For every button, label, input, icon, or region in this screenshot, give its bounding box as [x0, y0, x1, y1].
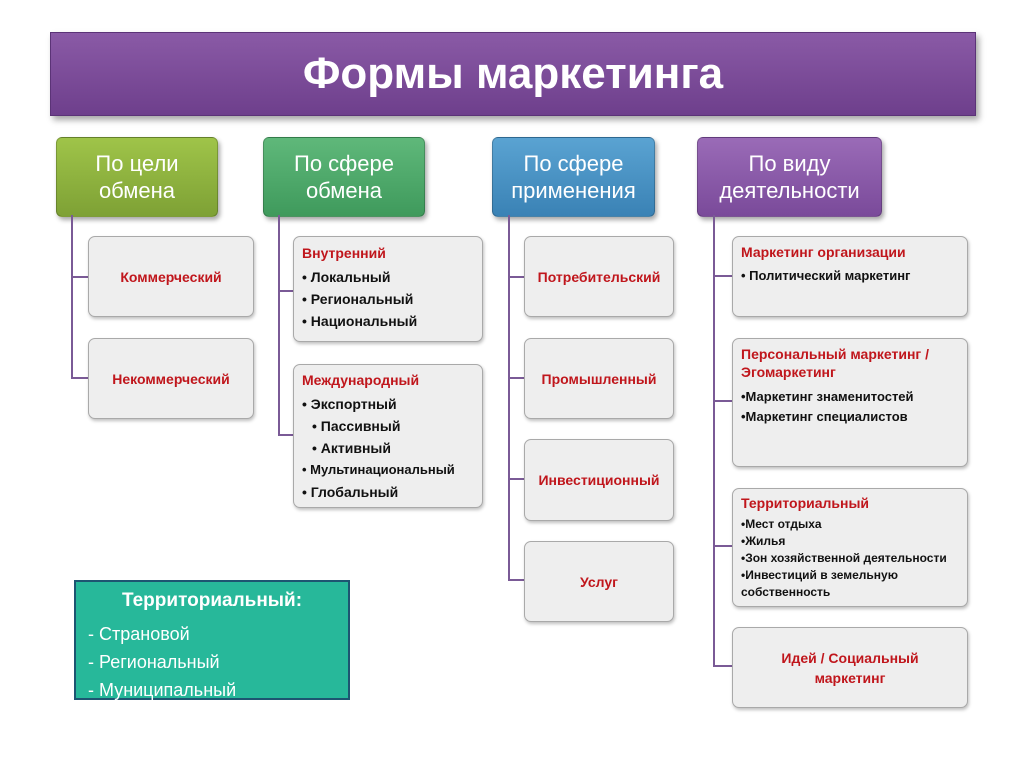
connector-line	[508, 478, 524, 480]
connector-line	[278, 215, 280, 436]
category-label: По сфере обмена	[294, 151, 394, 203]
list-item: • Национальный	[302, 313, 418, 329]
connector-line	[278, 290, 293, 292]
list-item: • Пассивный	[312, 418, 401, 434]
box-territorial-marketing: Территориальный •Мест отдыха •Жилья •Зон…	[732, 488, 968, 607]
list-item: - Страновой	[88, 624, 190, 644]
list-item: • Политический маркетинг	[741, 268, 911, 283]
list-item: •Маркетинг специалистов	[741, 409, 908, 424]
connector-line	[71, 377, 88, 379]
box-heading: Территориальный	[741, 495, 870, 511]
box-label: Коммерческий	[120, 268, 222, 285]
box-heading: Международный	[302, 372, 420, 388]
box-heading: Маркетинг организации	[741, 244, 906, 260]
connector-line	[713, 665, 732, 667]
list-item: • Активный	[312, 440, 391, 456]
connector-line	[508, 215, 510, 581]
category-activity-type: По виду деятельности	[697, 137, 882, 217]
box-label: Идей / Социальный маркетинг	[781, 649, 919, 686]
category-label: По цели обмена	[95, 151, 179, 203]
connector-line	[713, 215, 715, 667]
box-label: Услуг	[580, 573, 618, 590]
box-personal-marketing: Персональный маркетинг / Эгомаркетинг •М…	[732, 338, 968, 467]
list-item: • Экспортный	[302, 396, 397, 412]
connector-line	[508, 276, 524, 278]
box-internal: Внутренний • Локальный • Региональный • …	[293, 236, 483, 342]
connector-line	[508, 579, 524, 581]
connector-line	[713, 275, 732, 277]
box-international: Международный • Экспортный • Пассивный •…	[293, 364, 483, 508]
connector-line	[713, 545, 732, 547]
box-heading: Внутренний	[302, 245, 386, 261]
list-item: - Муниципальный	[88, 680, 237, 700]
diagram-title: Формы маркетинга	[50, 32, 976, 116]
box-label: Промышленный	[541, 370, 657, 387]
category-application-sphere: По сфере применения	[492, 137, 655, 217]
connector-line	[278, 434, 293, 436]
connector-line	[713, 400, 732, 402]
box-organization-marketing: Маркетинг организации • Политический мар…	[732, 236, 968, 317]
list-item: •Жилья	[741, 534, 786, 548]
note-heading: Территориальный:	[121, 590, 303, 611]
list-item: •Инвестиций в земельную собственность	[741, 568, 898, 599]
connector-line	[71, 276, 88, 278]
box-ideas-marketing: Идей / Социальный маркетинг	[732, 627, 968, 708]
box-industrial: Промышленный	[524, 338, 674, 419]
category-exchange-sphere: По сфере обмена	[263, 137, 425, 217]
list-item: • Локальный	[302, 269, 391, 285]
list-item: •Маркетинг знаменитостей	[741, 389, 914, 404]
list-item: - Региональный	[88, 652, 220, 672]
list-item: • Региональный	[302, 291, 414, 307]
box-services: Услуг	[524, 541, 674, 622]
title-text: Формы маркетинга	[302, 49, 724, 98]
list-item: •Мест отдыха	[741, 517, 822, 531]
box-consumer: Потребительский	[524, 236, 674, 317]
list-item: •Зон хозяйственной деятельности	[741, 551, 947, 565]
category-label: По виду деятельности	[719, 151, 860, 203]
territorial-note-box: Территориальный: - Страновой - Региональ…	[74, 580, 350, 700]
box-noncommercial: Некоммерческий	[88, 338, 254, 419]
category-label: По сфере применения	[511, 151, 636, 203]
connector-line	[508, 377, 524, 379]
box-label: Некоммерческий	[112, 370, 230, 387]
list-item: • Глобальный	[302, 484, 399, 500]
list-item: • Мультинациональный	[302, 462, 455, 477]
box-heading: Персональный маркетинг / Эгомаркетинг	[741, 346, 930, 380]
box-label: Инвестиционный	[538, 472, 660, 488]
box-commercial: Коммерческий	[88, 236, 254, 317]
box-label: Потребительский	[537, 268, 661, 285]
category-exchange-goal: По цели обмена	[56, 137, 218, 217]
connector-line	[71, 215, 73, 379]
box-investment: Инвестиционный	[524, 439, 674, 521]
